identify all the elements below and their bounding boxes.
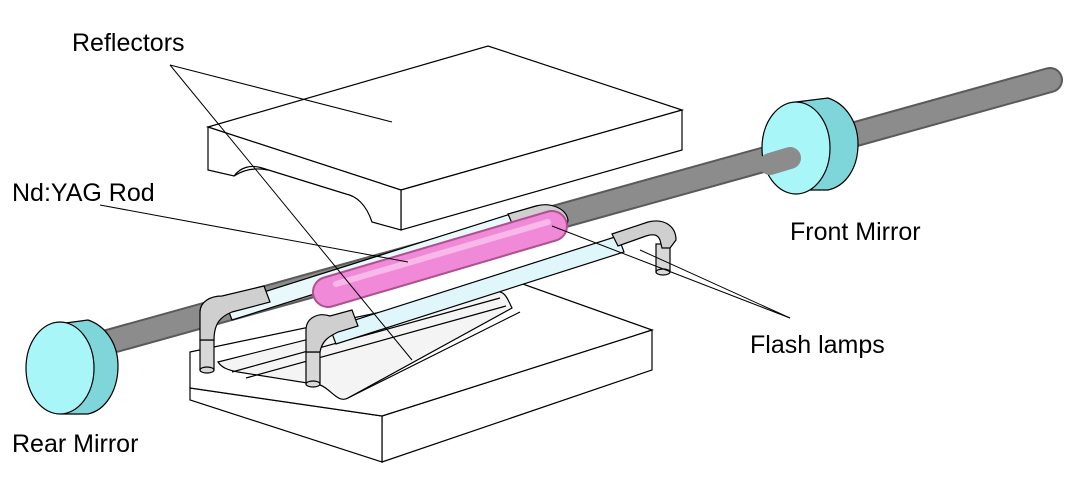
leader-flash-to-upper-lamp <box>551 225 791 319</box>
top-reflector-groove-edge <box>233 168 269 177</box>
flash-lamps-label: Flash lamps <box>750 331 885 359</box>
lamp-post-front-right <box>305 351 321 385</box>
rear-mirror-label: Rear Mirror <box>12 430 139 458</box>
front-mirror-rod-stub <box>759 147 801 175</box>
front-mirror-label: Front Mirror <box>790 218 921 246</box>
lower-flash-lamp-left-fitting <box>305 309 359 353</box>
bottom-groove-line-3 <box>347 311 521 399</box>
leader-lines <box>99 64 791 361</box>
lower-flash-lamp-right-fitting <box>611 220 677 249</box>
ndyag-crystal-fill <box>314 212 566 306</box>
lamp-post-front-right-base <box>305 380 321 388</box>
leader-rod-to-crystal <box>99 204 409 263</box>
bottom-groove-line-2 <box>245 305 507 379</box>
front-mirror <box>759 97 859 195</box>
lower-flash-lamp <box>305 220 677 353</box>
leader-reflectors-to-bottom <box>169 64 413 361</box>
ndyag-rod-label: Nd:YAG Rod <box>12 179 155 207</box>
lamp-post-back-right-base <box>655 268 671 276</box>
front-mirror-face <box>761 101 831 195</box>
reflectors-label: Reflectors <box>72 29 185 57</box>
rear-mirror-face <box>25 321 95 415</box>
rear-mirror <box>25 319 119 415</box>
upper-flash-lamp-left-fitting <box>199 285 271 341</box>
lamp-post-front-left <box>199 339 215 371</box>
ndyag-crystal <box>312 210 568 308</box>
leader-reflectors-to-top <box>169 64 393 123</box>
leader-flash-to-lower-lamp <box>639 249 791 319</box>
ndyag-crystal-highlight <box>333 219 551 287</box>
lamp-post-front-left-base <box>199 366 215 374</box>
top-reflector <box>205 45 685 231</box>
top-reflector-front-face <box>207 126 402 231</box>
lower-flash-lamp-tube <box>329 235 625 345</box>
